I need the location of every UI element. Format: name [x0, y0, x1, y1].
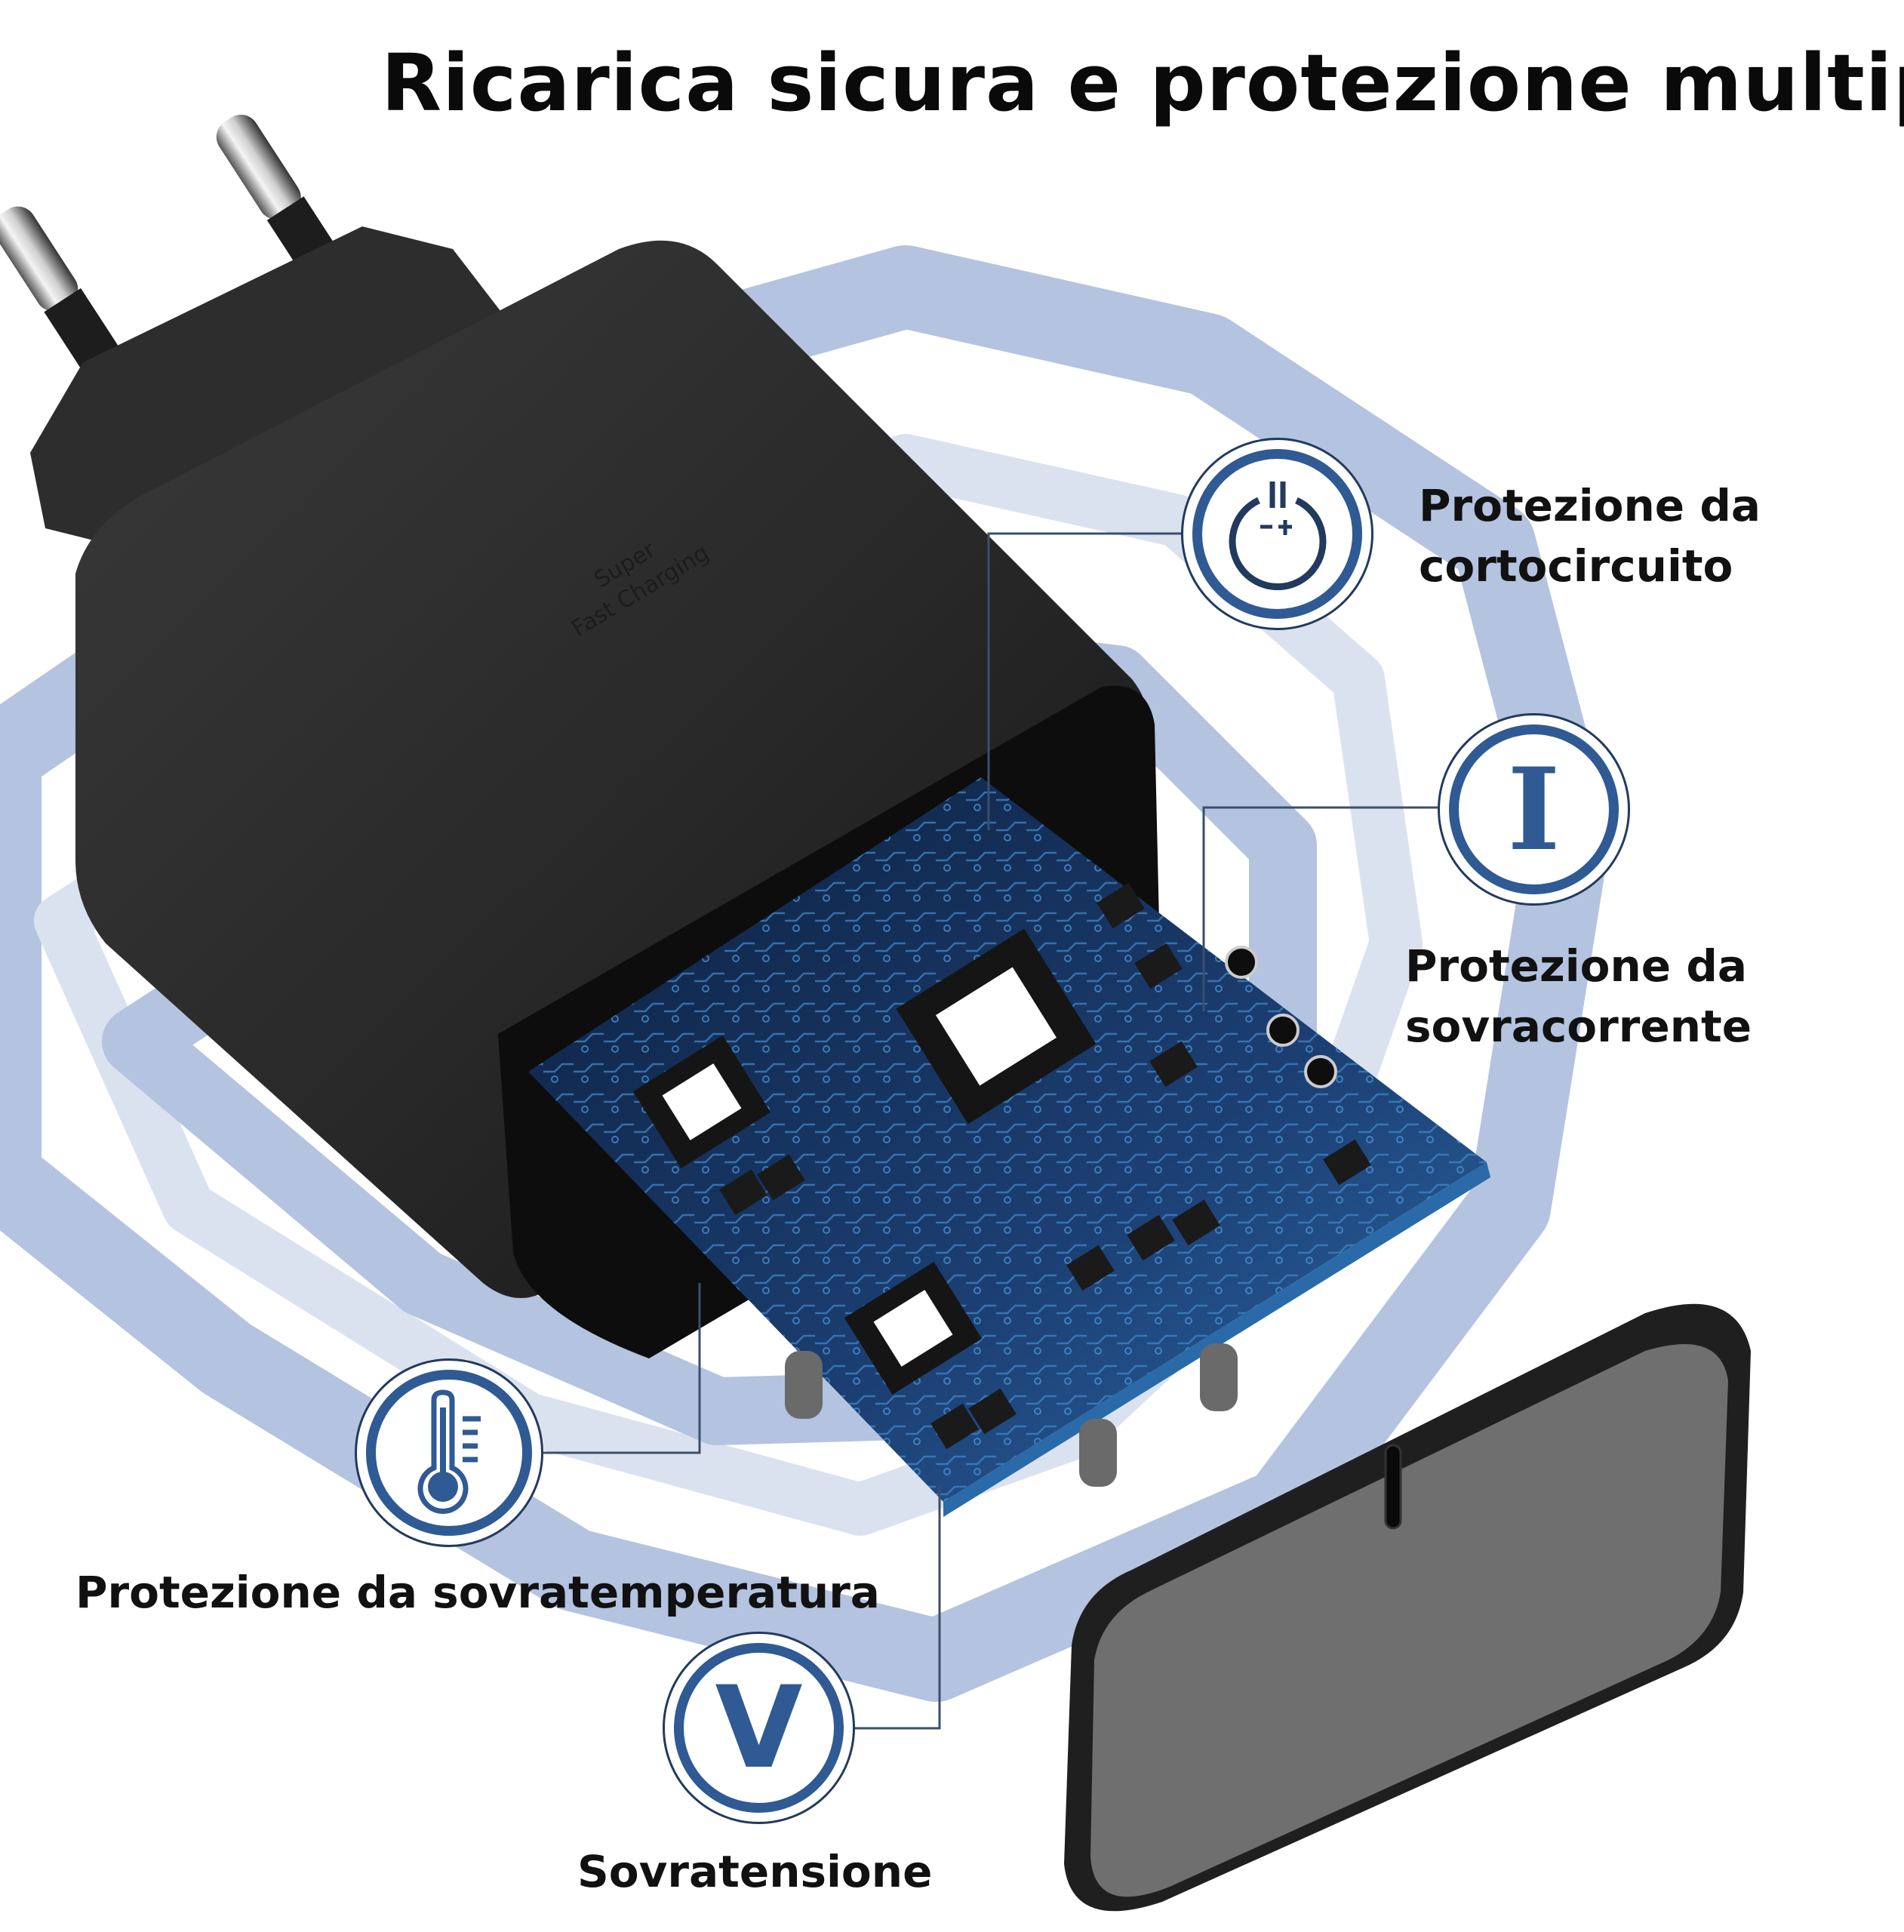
feature-label-short-circuit: Protezione da cortocircuito: [1419, 475, 1761, 596]
label-line-1: Protezione da: [1405, 940, 1747, 992]
feature-badge-short-circuit: [1181, 438, 1373, 630]
feature-badge-overcurrent: I: [1438, 713, 1630, 906]
feature-label-overvoltage: Sovratensione: [577, 1841, 932, 1902]
feature-badge-overtemperature: [355, 1358, 543, 1547]
label-line-2: cortocircuito: [1419, 540, 1733, 592]
thermometer-icon: [417, 1389, 481, 1514]
main-chip: [896, 928, 1097, 1124]
label-line-1: Protezione da: [1419, 480, 1761, 531]
feature-label-overcurrent: Protezione da sovracorrente: [1405, 936, 1752, 1057]
feature-label-overtemperature: Protezione da sovratemperatura: [75, 1562, 880, 1623]
label-line-1: Sovratensione: [577, 1846, 933, 1897]
feature-badge-overvoltage: V: [663, 1632, 855, 1824]
short-circuit-icon: [1229, 481, 1326, 590]
current-icon: I: [1507, 743, 1561, 876]
chip-bottom: [844, 1262, 983, 1395]
chip-left: [632, 1035, 771, 1168]
page-title: Ricarica sicura e protezione multipla: [381, 37, 1904, 129]
label-line-1: Protezione da sovratemperatura: [75, 1567, 880, 1618]
voltage-icon: V: [715, 1662, 803, 1794]
usb-c-port-icon: [1384, 1444, 1402, 1530]
label-line-2: sovracorrente: [1405, 1001, 1752, 1052]
